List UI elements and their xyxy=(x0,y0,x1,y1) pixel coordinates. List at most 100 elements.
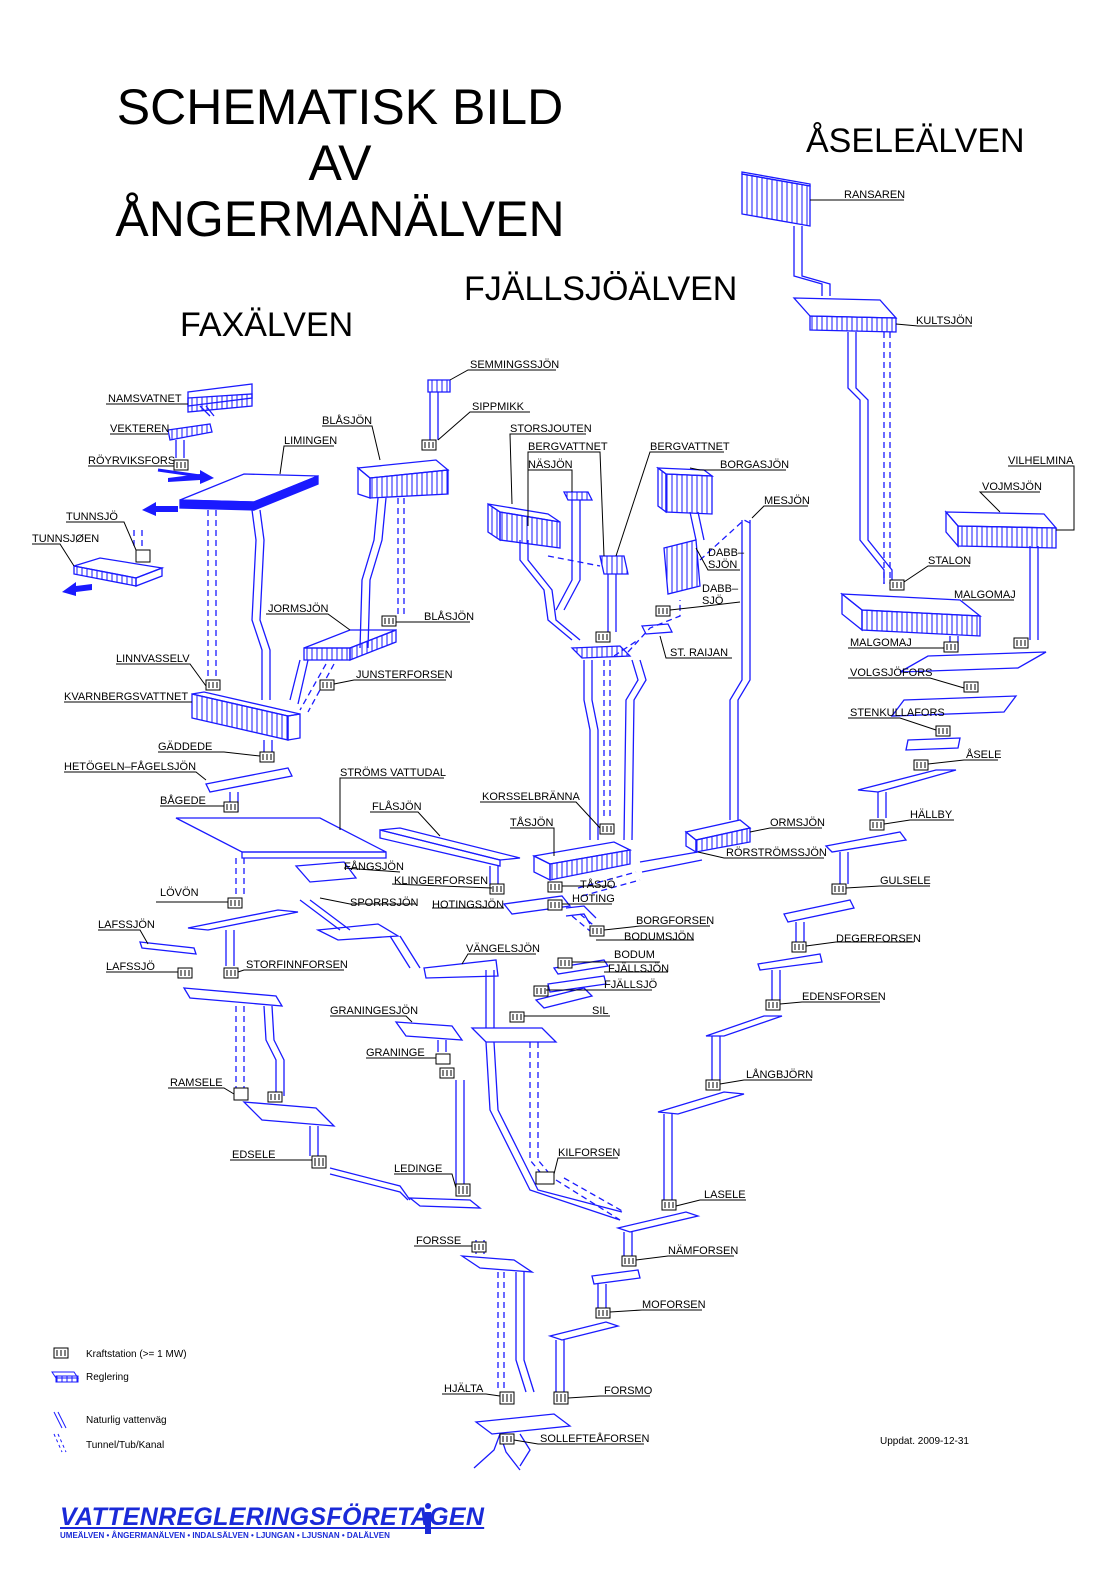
reservoir-semmingssjon xyxy=(427,379,451,393)
station-kilforsen xyxy=(535,1171,555,1185)
label-kvarnbergsvattnet: KVARNBERGSVATTNET xyxy=(64,691,188,703)
legend-kraftstation-icon xyxy=(53,1347,69,1359)
reservoir-tasjon xyxy=(531,841,633,882)
station-borgforsen xyxy=(589,925,605,937)
label-klingerforsen: KLINGERFORSEN xyxy=(394,875,488,887)
label-dabbsjon-2: SJÖN xyxy=(708,559,737,571)
label-gaddede: GÄDDEDE xyxy=(158,741,212,753)
label-gulsele: GULSELE xyxy=(880,875,931,887)
river-fjällsjöälven: FJÄLLSJÖÄLVEN xyxy=(464,270,738,308)
reservoir-ransaren xyxy=(741,171,811,227)
station-moforsen xyxy=(595,1307,611,1319)
reservoir-blasjon-upper xyxy=(356,459,450,499)
label-graninge: GRANINGE xyxy=(366,1047,425,1059)
label-bagede: BÅGEDE xyxy=(160,794,206,807)
station-solleftea xyxy=(499,1433,515,1445)
label-borgforsen: BORGFORSEN xyxy=(636,915,714,927)
reservoir-malgomaj xyxy=(840,592,982,637)
label-malgomaj-left: MALGOMAJ xyxy=(850,637,912,649)
reservoir-flasjon xyxy=(379,827,521,867)
label-bergvattnet-right: BERGVATTNET xyxy=(650,441,730,453)
label-stenkullafors: STENKULLAFORS xyxy=(850,707,945,719)
label-solleftea: SOLLEFTEÅFORSEN xyxy=(540,1432,649,1445)
station-degerforsen xyxy=(791,941,807,953)
river-aseleälven: ÅSELEÄLVEN xyxy=(806,122,1025,160)
label-linnvasselv: LINNVASSELV xyxy=(116,653,190,665)
title-line-3: ÅNGERMANÄLVEN xyxy=(115,191,565,247)
label-tasjo: TÅSJÖ xyxy=(580,878,616,891)
label-nasjon: NÄSJÖN xyxy=(528,459,573,471)
station-royrviksfors xyxy=(173,459,189,471)
reservoir-nasjon xyxy=(562,491,594,501)
label-storfinnforsen: STORFINNFORSEN xyxy=(246,959,348,971)
label-st-raijan: ST. RAIJAN xyxy=(670,647,728,659)
reservoir-namsvatnet xyxy=(187,383,253,413)
label-edsele: EDSELE xyxy=(232,1149,275,1161)
reservoir-bergvattnet xyxy=(599,555,629,575)
label-borgasjon: BORGASJÖN xyxy=(720,459,789,471)
label-ramsele: RAMSELE xyxy=(170,1077,223,1089)
label-lasele: LASELE xyxy=(704,1189,746,1201)
station-tunnsjo xyxy=(135,549,151,563)
station-junsterforsen xyxy=(319,679,335,691)
station-bergvattnet xyxy=(595,631,611,643)
label-ransaren: RANSAREN xyxy=(844,189,905,201)
station-volgsjofors xyxy=(963,681,979,693)
label-kilforsen: KILFORSEN xyxy=(558,1147,620,1159)
label-fjallsjon: FJÄLLSJÖN xyxy=(608,963,669,975)
station-sippmikk xyxy=(421,439,437,451)
legend-reglering-text: Reglering xyxy=(86,1372,129,1383)
legend-kraftstation-text: Kraftstation (>= 1 MW) xyxy=(86,1349,187,1360)
label-stalon: STALON xyxy=(928,555,971,567)
title-line-1: SCHEMATISK BILD xyxy=(116,79,564,135)
power-stations xyxy=(135,439,1029,1445)
label-semmingssjon: SEMMINGSSJÖN xyxy=(470,359,559,371)
station-gulsele xyxy=(831,883,847,895)
station-stalon xyxy=(889,579,905,591)
label-tasjon: TÅSJÖN xyxy=(510,816,553,829)
station-graninge-2 xyxy=(439,1067,455,1079)
reservoir-tunnsjoen xyxy=(73,557,165,587)
label-edensforsen: EDENSFORSEN xyxy=(802,991,886,1003)
label-hallby: HÄLLBY xyxy=(910,809,953,821)
legend-naturlig-icon xyxy=(53,1411,67,1429)
updated-date: Uppdat. 2009-12-31 xyxy=(880,1436,969,1447)
river-links xyxy=(133,226,1047,1471)
reservoir-storsjouten xyxy=(487,502,561,549)
label-dabbsjo-1: DABB– xyxy=(702,583,739,595)
label-vilhelmina: VILHELMINA xyxy=(1008,455,1074,467)
label-jormsjon: JORMSJÖN xyxy=(268,603,329,615)
label-hoting: HOTING xyxy=(572,893,615,905)
brand-flag-icon xyxy=(425,1503,431,1534)
label-kultsjon: KULTSJÖN xyxy=(916,315,973,327)
station-tasjo xyxy=(547,881,563,893)
label-junsterforsen: JUNSTERFORSEN xyxy=(356,669,453,681)
brand-name: VATTENREGLERINGSFÖRETAGEN xyxy=(60,1503,485,1531)
station-stenkullafors xyxy=(935,725,951,737)
label-lafssjo: LAFSSJÖ xyxy=(106,961,155,973)
reservoir-stroms-vattudal xyxy=(175,817,387,859)
label-tunnsjo: TUNNSJÖ xyxy=(66,511,118,523)
legend-tunnel-text: Tunnel/Tub/Kanal xyxy=(86,1440,165,1451)
label-bodumsjon: BODUMSJÖN xyxy=(624,931,694,943)
station-graninge xyxy=(435,1053,451,1065)
label-rorstromssjon: RÖRSTRÖMSSJÖN xyxy=(726,847,827,859)
label-sil: SIL xyxy=(592,1005,609,1017)
station-ledinge xyxy=(455,1183,471,1197)
station-forsse xyxy=(471,1241,487,1253)
station-dabbsjo xyxy=(655,605,671,617)
label-royrviksfors: RÖYRVIKSFORS xyxy=(88,455,175,467)
label-vekteren: VEKTEREN xyxy=(110,423,169,435)
label-storsjouten: STORSJOUTEN xyxy=(510,423,592,435)
station-hjalta xyxy=(499,1391,515,1405)
reservoir-vojmsjon xyxy=(944,510,1058,549)
station-klingerforsen xyxy=(489,883,505,895)
reservoir-kultsjon xyxy=(792,297,898,333)
station-edensforsen xyxy=(765,999,781,1011)
label-lafssjon: LAFSSJÖN xyxy=(98,919,155,931)
label-moforsen: MOFORSEN xyxy=(642,1299,706,1311)
label-vangelsjon: VÄNGELSJÖN xyxy=(466,943,540,955)
label-ormsjon: ORMSJÖN xyxy=(770,817,825,829)
legend-tunnel-icon xyxy=(53,1433,67,1453)
station-bodum xyxy=(557,957,573,969)
